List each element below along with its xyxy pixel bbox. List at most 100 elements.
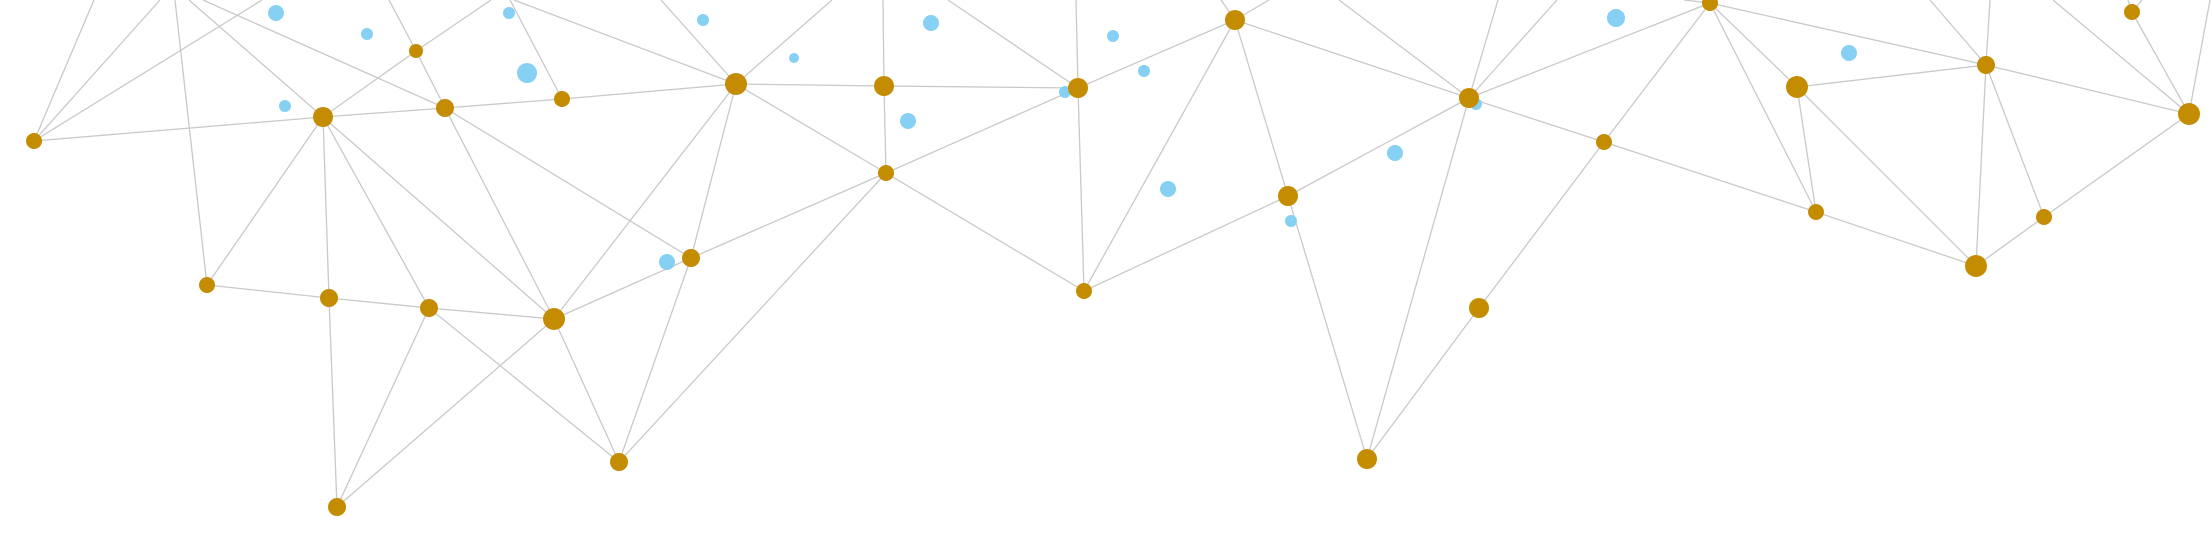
network-edge <box>33 0 95 142</box>
network-node <box>1225 10 1245 30</box>
network-edge <box>1234 19 1470 99</box>
network-edge <box>1287 195 1368 460</box>
network-edge <box>1234 19 1289 197</box>
network-node <box>1068 78 1088 98</box>
edge-layer <box>33 0 2211 508</box>
network-node <box>554 91 570 107</box>
secondary-dot <box>517 63 537 83</box>
secondary-dot <box>1160 181 1176 197</box>
network-edge <box>1975 216 2045 267</box>
network-node <box>328 498 346 516</box>
network-edge <box>336 318 555 508</box>
network-node <box>313 107 333 127</box>
secondary-dot <box>659 254 675 270</box>
secondary-dot <box>697 14 709 26</box>
network-node <box>1278 186 1298 206</box>
secondary-dot-layer <box>268 5 1857 270</box>
network-edge <box>388 0 417 52</box>
network-edge <box>328 297 430 309</box>
secondary-dot <box>789 53 799 63</box>
network-edge <box>33 116 324 142</box>
network-edge <box>1468 0 1558 99</box>
network-node <box>1459 88 1479 108</box>
network-edge <box>1083 195 1289 292</box>
secondary-dot <box>268 5 284 21</box>
network-edge <box>1709 2 1817 213</box>
network-edge <box>188 0 324 118</box>
network-edge <box>1468 2 1711 99</box>
network-node <box>1076 283 1092 299</box>
network-edge <box>336 307 430 508</box>
network-node <box>1702 0 1718 11</box>
network-node <box>874 76 894 96</box>
network-node <box>725 73 747 95</box>
network-edge <box>328 297 338 508</box>
network-node <box>199 277 215 293</box>
network-edge <box>883 85 1079 89</box>
network-edge <box>174 0 208 286</box>
network-edge <box>690 172 887 259</box>
network-edge <box>513 0 737 85</box>
network-edge <box>1366 307 1480 460</box>
network-node <box>1808 204 1824 220</box>
network-edge <box>33 0 161 142</box>
network-node <box>1357 449 1377 469</box>
network-edge <box>735 0 833 85</box>
network-edge <box>33 0 263 142</box>
network-edge <box>1985 0 1991 66</box>
network-edge <box>561 83 737 100</box>
network-node <box>1596 134 1612 150</box>
network-edge <box>1287 97 1470 197</box>
secondary-dot <box>1285 215 1297 227</box>
network-edge <box>428 307 555 320</box>
network-edge <box>2052 0 2190 115</box>
network-edge <box>322 107 446 118</box>
network-edge <box>690 83 737 259</box>
network-edge <box>885 172 1085 292</box>
network-edge <box>1338 0 1470 99</box>
network-edge <box>444 107 692 259</box>
secondary-dot <box>361 28 373 40</box>
network-edge <box>660 0 737 85</box>
network-edge <box>1815 211 1977 267</box>
network-edge <box>2131 11 2190 115</box>
network-node <box>26 133 42 149</box>
network-edge <box>1709 2 1987 66</box>
secondary-dot <box>1387 145 1403 161</box>
network-node <box>320 289 338 307</box>
secondary-dot <box>1138 65 1150 77</box>
network-edge <box>428 307 620 463</box>
network-edge <box>1075 0 1079 89</box>
network-node <box>878 165 894 181</box>
network-edge <box>1077 87 1085 292</box>
network-edge <box>322 116 555 320</box>
secondary-dot <box>1841 45 1857 61</box>
network-edge <box>735 83 887 174</box>
network-node <box>1786 76 1808 98</box>
network-edge <box>444 107 555 320</box>
network-edge <box>322 116 430 309</box>
network-edge <box>322 50 417 118</box>
network-edge <box>1366 97 1470 460</box>
network-edge <box>1468 97 1605 143</box>
network-node <box>2124 4 2140 20</box>
node-layer <box>26 0 2200 516</box>
secondary-dot <box>279 100 291 112</box>
network-edge <box>885 87 1079 174</box>
network-node <box>1977 56 1995 74</box>
network-edge <box>509 0 563 100</box>
network-node <box>682 249 700 267</box>
network-edge <box>2188 0 2211 115</box>
network-edge <box>883 85 887 174</box>
network-edge <box>1603 141 1817 213</box>
network-edge <box>2043 113 2190 218</box>
secondary-dot <box>503 7 515 19</box>
network-edge <box>947 0 1079 89</box>
network-edge <box>415 50 446 109</box>
network-edge <box>1603 2 1711 143</box>
network-node <box>1469 298 1489 318</box>
network-edge <box>1077 19 1236 89</box>
network-edge <box>1796 86 1977 267</box>
network-edge <box>735 83 885 87</box>
